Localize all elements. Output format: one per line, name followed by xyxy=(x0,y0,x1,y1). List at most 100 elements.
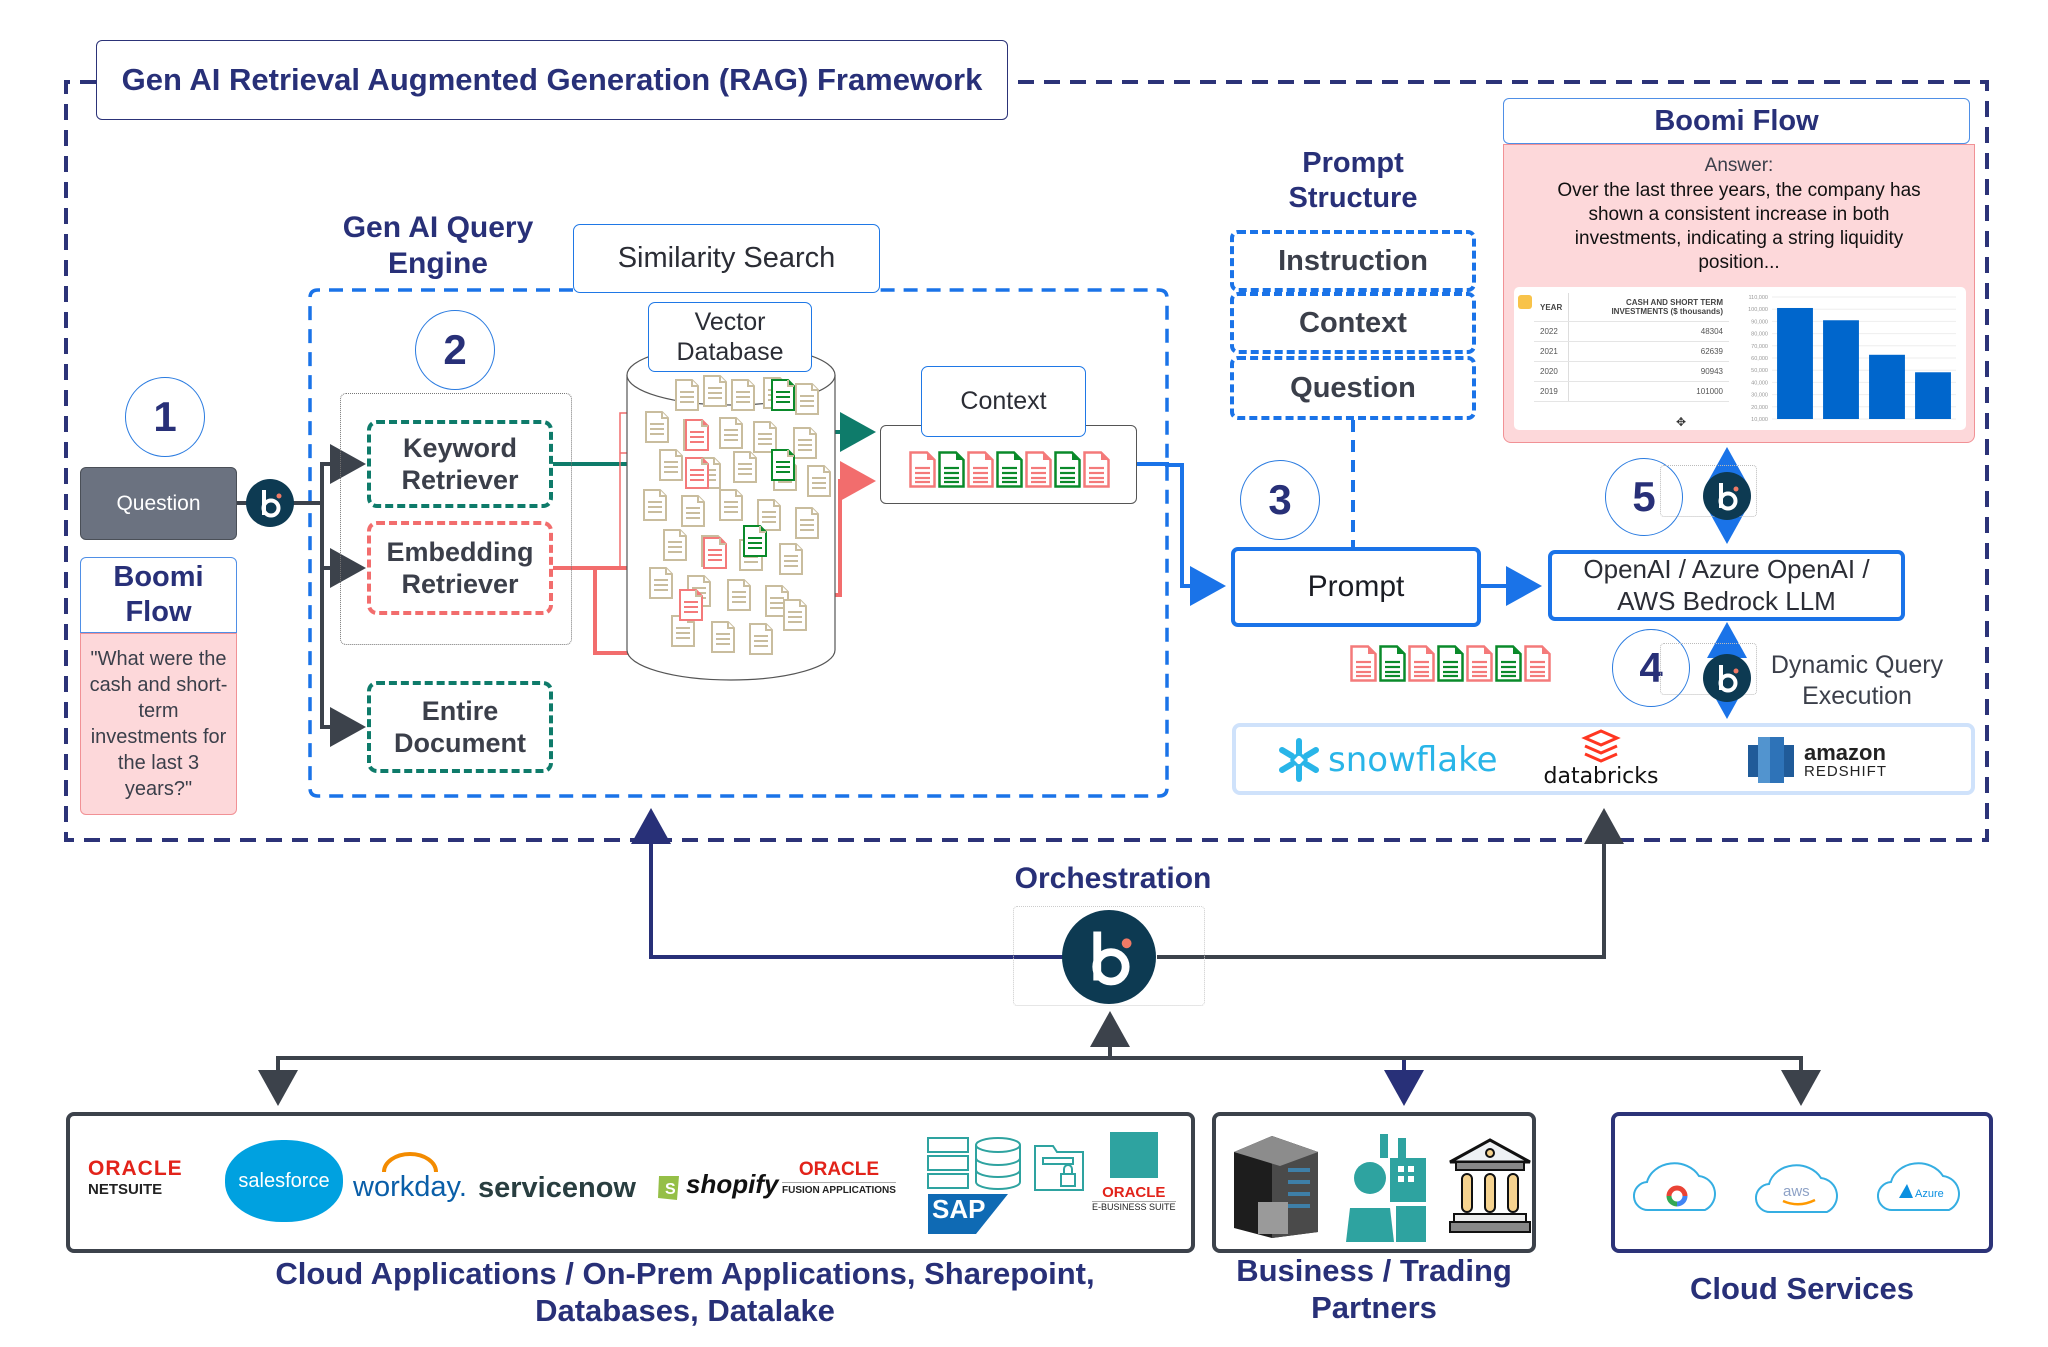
boomi-logo-icon xyxy=(246,479,294,527)
red-document-icon xyxy=(1408,645,1435,682)
salesforce-logo: salesforce xyxy=(225,1140,343,1222)
red-document-icon xyxy=(1350,645,1377,682)
red-document-icon xyxy=(967,451,994,488)
bar-2021 xyxy=(1869,354,1905,419)
y-tick-label: 30,000 xyxy=(1751,393,1768,399)
stored-document-icon xyxy=(675,379,699,411)
y-tick-label: 60,000 xyxy=(1751,356,1768,362)
year-cell: 2020 xyxy=(1534,361,1570,382)
boomi-flow-input-text: Boomi Flow xyxy=(113,561,204,628)
step-1-badge: 1 xyxy=(125,377,205,457)
y-tick-label: 70,000 xyxy=(1751,344,1768,350)
framework-title: Gen AI Retrieval Augmented Generation (R… xyxy=(96,40,1008,120)
orchestration-title: Orchestration xyxy=(1014,862,1212,895)
bar-2019 xyxy=(1777,307,1813,419)
investments-bar-chart: 110,000 100,000 90,000 80,000 70,000 60,000 50… xyxy=(1748,295,1956,423)
snowflake-logo: snowflake xyxy=(1276,737,1498,783)
boomi-logo-icon xyxy=(1703,472,1751,520)
stored-document-icon xyxy=(795,507,819,539)
cloud-services-box: aws Azure xyxy=(1611,1112,1993,1253)
retrieved-document-icon xyxy=(685,419,709,451)
step-2-badge: 2 xyxy=(415,310,495,390)
keyword-retriever[interactable]: Keyword Retriever xyxy=(367,420,553,508)
step-3-badge: 3 xyxy=(1240,460,1320,540)
y-tick-label: 20,000 xyxy=(1751,405,1768,411)
red-document-icon xyxy=(1025,451,1052,488)
snowflake-icon xyxy=(1279,738,1319,782)
bank-building-icon xyxy=(1449,1138,1531,1233)
year-cell: 2019 xyxy=(1534,381,1570,402)
green-document-icon xyxy=(1054,451,1081,488)
answer-text: Over the last three years, the company h… xyxy=(1557,180,1921,274)
databricks-icon xyxy=(1581,729,1621,763)
red-document-icon xyxy=(1083,451,1110,488)
databricks-logo: databricks xyxy=(1541,729,1661,789)
stored-document-icon xyxy=(719,489,743,521)
shopify-bag-icon: S xyxy=(658,1176,679,1200)
shopify-logo: S shopify xyxy=(656,1168,778,1200)
value-cell: 90943 xyxy=(1568,361,1729,382)
red-document-icon xyxy=(909,451,936,488)
azure-text: Azure xyxy=(1915,1188,1944,1200)
value-cell: 62639 xyxy=(1568,341,1729,362)
y-tick-label: 80,000 xyxy=(1751,332,1768,338)
table-header-year: YEAR xyxy=(1534,293,1570,322)
server-database-icon xyxy=(927,1137,1021,1190)
step-2-number: 2 xyxy=(443,326,467,373)
stored-document-icon xyxy=(681,495,705,527)
prompt-node[interactable]: Prompt xyxy=(1231,547,1481,627)
prompt-documents xyxy=(1350,645,1551,682)
move-handle-icon[interactable]: ✥ xyxy=(1676,415,1687,429)
embedding-retriever[interactable]: Embedding Retriever xyxy=(367,521,553,615)
red-document-icon xyxy=(1524,645,1551,682)
orchestration-frame xyxy=(1013,906,1205,1006)
question-node-label: Question xyxy=(116,491,201,515)
stored-document-icon xyxy=(765,585,789,617)
stored-document-icon xyxy=(749,623,773,655)
question-node[interactable]: Question xyxy=(80,467,237,540)
data-platforms-box: snowflake databricks amazon REDSHIFT xyxy=(1232,723,1975,795)
year-cell: 2022 xyxy=(1534,321,1570,342)
prompt-part-context: Context xyxy=(1230,292,1476,354)
stored-document-icon xyxy=(733,451,757,483)
stored-document-icon xyxy=(649,567,673,599)
orchestration-boomi-logo-icon[interactable] xyxy=(1062,910,1156,1004)
entire-document-retriever[interactable]: Entire Document xyxy=(367,681,553,773)
workflow-icon xyxy=(1109,1132,1158,1178)
y-tick-label: 100,000 xyxy=(1748,307,1768,313)
prompt-part-question: Question xyxy=(1230,356,1476,420)
context-documents xyxy=(909,451,1110,488)
green-document-icon xyxy=(938,451,965,488)
stored-document-icon xyxy=(783,599,807,631)
y-tick-label: 90,000 xyxy=(1751,319,1768,325)
workday-logo: workday. xyxy=(350,1152,470,1204)
retrieved-document-icon xyxy=(771,449,795,481)
boomi-logo-icon xyxy=(1703,654,1751,702)
y-tick-label: 110,000 xyxy=(1749,295,1768,301)
servicenow-logo: servicenow xyxy=(478,1172,636,1204)
retrieved-document-icon xyxy=(679,589,703,621)
sap-logo: SAP xyxy=(928,1194,1008,1234)
red-document-icon xyxy=(1466,645,1493,682)
similarity-search-label: Similarity Search xyxy=(573,224,880,293)
retrieved-document-icon xyxy=(685,457,709,489)
amazon-redshift-logo: amazon REDSHIFT xyxy=(1746,733,1887,787)
y-tick-label: 40,000 xyxy=(1751,380,1768,386)
azure-cloud-icon: Azure xyxy=(1877,1162,1960,1212)
user-question-text: "What were the cash and short-term inves… xyxy=(89,648,228,800)
stored-document-icon xyxy=(671,615,695,647)
retrieved-document-icon xyxy=(703,537,727,569)
framework-title-text: Gen AI Retrieval Augmented Generation (R… xyxy=(121,62,983,97)
green-document-icon xyxy=(1437,645,1464,682)
prompt-part-instruction: Instruction xyxy=(1230,230,1476,292)
oracle-netsuite-logo: ORACLE NETSUITE xyxy=(88,1157,183,1198)
partners-box xyxy=(1212,1112,1536,1253)
retriever-group xyxy=(340,393,572,645)
aws-text: aws xyxy=(1783,1183,1810,1200)
y-tick-label: 50,000 xyxy=(1751,368,1768,374)
office-building-icon xyxy=(1234,1136,1318,1238)
vector-database-cylinder xyxy=(626,344,836,681)
green-document-icon xyxy=(996,451,1023,488)
llm-node[interactable]: OpenAI / Azure OpenAI / AWS Bedrock LLM xyxy=(1548,550,1905,621)
boomi-flow-input-label: Boomi Flow xyxy=(80,557,237,633)
